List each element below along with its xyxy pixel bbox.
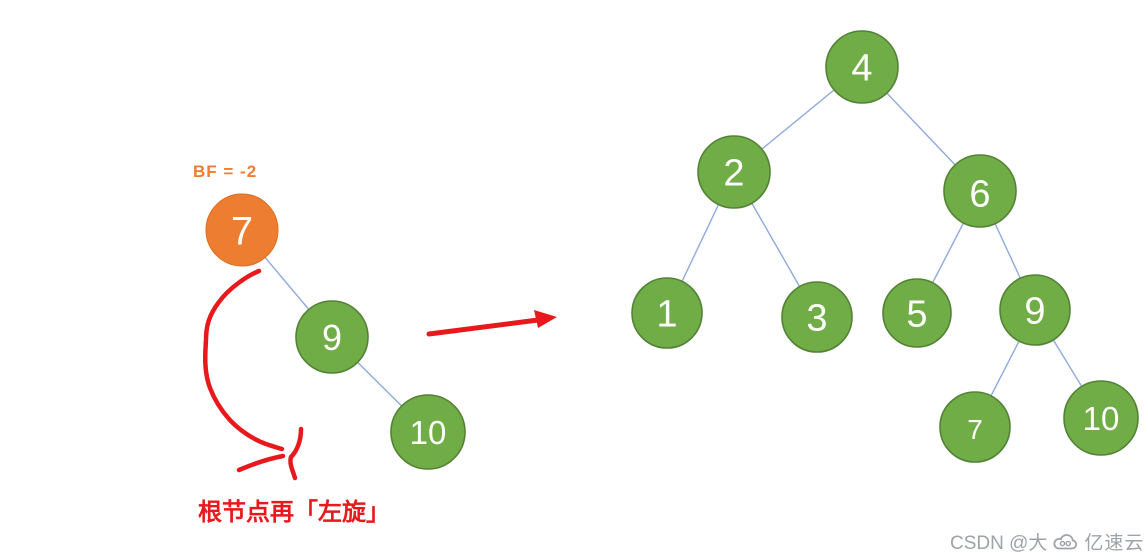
- left-tree: 7 9 10: [205, 193, 466, 470]
- right-node-2: 2: [697, 135, 771, 209]
- right-node-7: 7: [939, 391, 1011, 463]
- right-node-5-label: 5: [906, 294, 927, 336]
- right-node-9-circle: [999, 274, 1071, 346]
- yisuyun-watermark-text: 亿速云: [1084, 533, 1145, 554]
- left-node-7: 7: [205, 193, 279, 267]
- right-node-10-label: 10: [1083, 400, 1120, 437]
- transform-arrow-head: [534, 310, 557, 328]
- right-node-7-label: 7: [967, 414, 983, 445]
- right-node-9: 9: [999, 274, 1071, 346]
- left-node-9: 9: [295, 300, 369, 374]
- left-node-7-label: 7: [231, 209, 253, 253]
- right-node-3-circle: [781, 281, 853, 353]
- right-node-4-label: 4: [851, 48, 872, 90]
- transform-arrow: [426, 310, 557, 337]
- right-node-1: 1: [631, 277, 703, 349]
- right-node-9-label: 9: [1024, 291, 1045, 333]
- right-node-2-circle: [697, 135, 771, 209]
- left-node-10-circle: [390, 394, 466, 470]
- right-node-10-circle: [1063, 380, 1139, 456]
- right-node-6: 6: [943, 154, 1017, 228]
- left-node-9-circle: [295, 300, 369, 374]
- rotation-arrow-curve: [202, 268, 285, 452]
- right-node-4-circle: [825, 30, 899, 104]
- right-tree: 4 2 6 1 3 5 9: [631, 30, 1139, 463]
- right-node-4: 4: [825, 30, 899, 104]
- right-node-3: 3: [781, 281, 853, 353]
- left-node-7-circle: [205, 193, 279, 267]
- right-node-5: 5: [882, 278, 952, 348]
- right-node-3-label: 3: [806, 298, 827, 340]
- rotation-arrowhead-dash: [236, 453, 286, 473]
- rotation-arrow-hook: [288, 426, 304, 481]
- left-node-10: 10: [390, 394, 466, 470]
- right-node-6-circle: [943, 154, 1017, 228]
- left-node-9-label: 9: [322, 317, 342, 358]
- right-node-1-circle: [631, 277, 703, 349]
- right-node-5-circle: [882, 278, 952, 348]
- transform-arrow-shaft: [426, 317, 541, 337]
- right-node-10: 10: [1063, 380, 1139, 456]
- right-node-1-label: 1: [656, 294, 677, 336]
- rotation-arrow: [202, 268, 304, 481]
- left-node-10-label: 10: [410, 414, 447, 451]
- rotation-caption: 根节点再「左旋」: [198, 499, 390, 526]
- watermark: CSDN @大 亿速云: [950, 528, 1144, 555]
- right-node-7-circle: [939, 391, 1011, 463]
- right-node-6-label: 6: [969, 174, 990, 216]
- csdn-watermark-text: CSDN @大: [950, 533, 1048, 554]
- balance-factor-label: BF = -2: [193, 162, 258, 181]
- cloud-icon: [1052, 531, 1079, 552]
- right-node-2-label: 2: [723, 153, 744, 195]
